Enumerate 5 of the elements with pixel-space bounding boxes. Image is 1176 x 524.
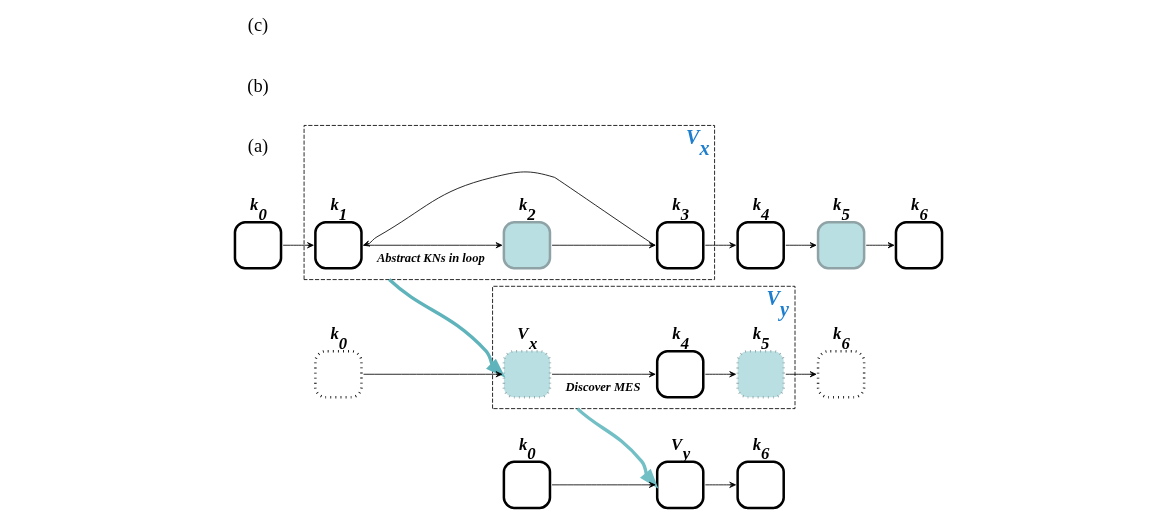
edge-label: Discover MES — [564, 380, 640, 395]
edge-label: Abstract KNs in loop — [376, 251, 485, 265]
label: (c) — [247, 15, 268, 36]
label: (b) — [246, 75, 269, 96]
label: (a) — [247, 135, 268, 156]
